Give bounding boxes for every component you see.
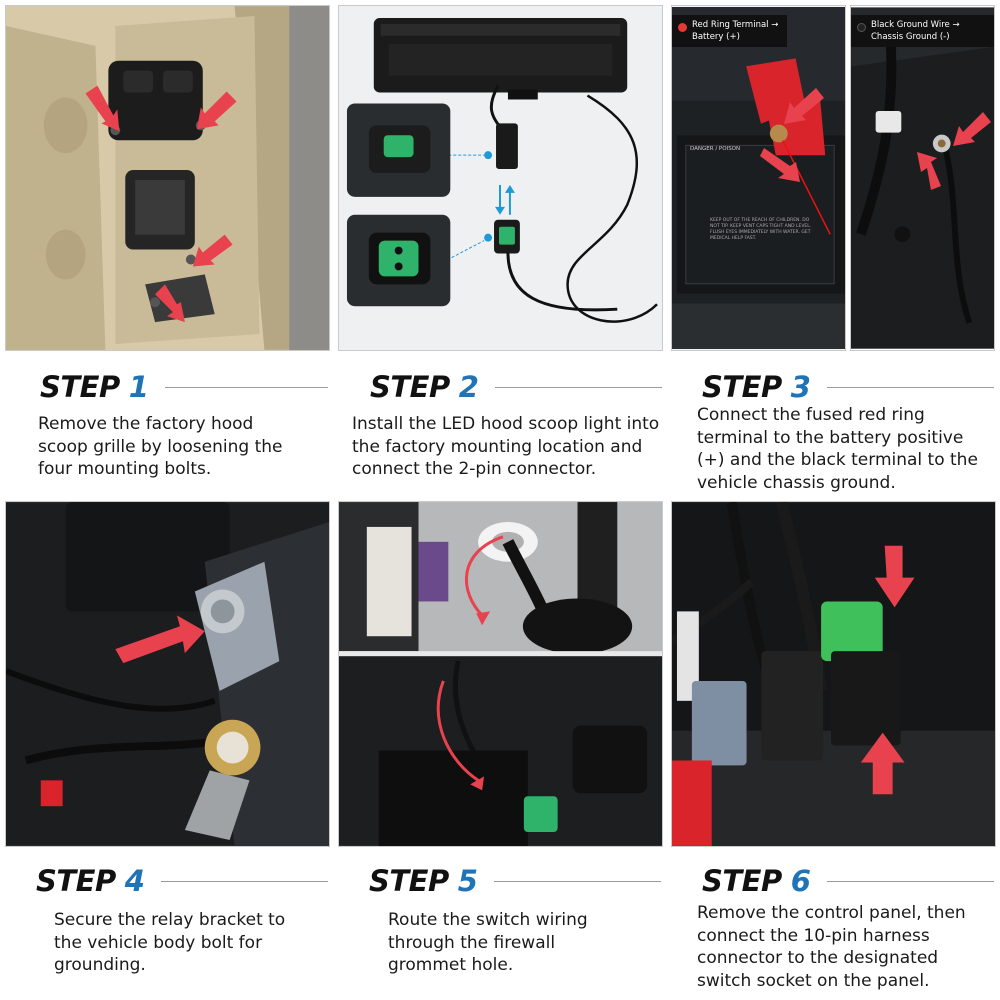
black-ground-label: Black Ground Wire → Chassis Ground (-) [851, 15, 994, 47]
step5-description: Route the switch wiring through the fire… [388, 910, 588, 975]
step6-description: Remove the control panel, then connect t… [697, 903, 966, 991]
step1-word: STEP [40, 370, 120, 404]
step5-word: STEP [369, 864, 449, 898]
direction-arrows-icon [495, 184, 515, 215]
black-ground-label-text: Black Ground Wire → Chassis Ground (-) [871, 20, 960, 42]
step6-word: STEP [702, 864, 782, 898]
step2-heading: STEP 2 [370, 370, 662, 404]
step1-number: 1 [128, 370, 149, 404]
arrow-icon [436, 535, 504, 782]
step4-heading: STEP 4 [36, 864, 328, 898]
led-light-illustration [339, 6, 662, 350]
step3-description: Connect the fused red ring terminal to t… [697, 405, 978, 493]
step6-number: 6 [790, 864, 811, 898]
step3-heading: STEP 3 [702, 370, 994, 404]
step5-heading: STEP 5 [369, 864, 661, 898]
control-panel-illustration [672, 502, 995, 846]
step5-photo [338, 501, 663, 847]
step6-photo [671, 501, 996, 847]
step3-word: STEP [702, 370, 782, 404]
relay-bracket-illustration [6, 502, 329, 846]
step1-photo [5, 5, 330, 351]
firewall-illustration [339, 502, 662, 846]
step5-number: 5 [457, 864, 478, 898]
step4-word: STEP [36, 864, 116, 898]
hood-panel-illustration [6, 6, 329, 350]
step1-heading: STEP 1 [40, 370, 328, 404]
step2-rule [494, 386, 662, 388]
step4-description: Secure the relay bracket to the vehicle … [54, 910, 286, 975]
step2-number: 2 [458, 370, 479, 404]
battery-warning-text: KEEP OUT OF THE REACH OF CHILDREN. DO NO… [710, 218, 812, 241]
arrow-icon [115, 615, 205, 664]
step1-description: Remove the factory hood scoop grille by … [38, 414, 283, 479]
red-terminal-label: Red Ring Terminal → Battery (+) [672, 15, 787, 47]
chassis-illustration [851, 7, 994, 349]
black-dot-icon [857, 23, 866, 32]
battery-illustration [672, 6, 845, 350]
battery-danger-label: DANGER / POISON [690, 146, 741, 152]
step3-battery-photo: Red Ring Terminal → Battery (+) DANGER /… [671, 5, 846, 351]
step3-ground-photo: Black Ground Wire → Chassis Ground (-) [850, 5, 995, 351]
red-terminal-label-text: Red Ring Terminal → Battery (+) [692, 20, 779, 42]
step6-heading: STEP 6 [702, 864, 994, 898]
step2-word: STEP [370, 370, 450, 404]
step6-rule [826, 880, 994, 882]
arrow-icon [85, 85, 237, 323]
red-dot-icon [678, 23, 687, 32]
step4-rule [160, 880, 328, 882]
step1-rule [164, 386, 328, 388]
step3-number: 3 [790, 370, 811, 404]
step4-number: 4 [124, 864, 145, 898]
step2-description: Install the LED hood scoop light into th… [352, 414, 660, 479]
step4-photo [5, 501, 330, 847]
step2-photo [338, 5, 663, 351]
step5-rule [493, 880, 661, 882]
step3-rule [826, 386, 994, 388]
arrow-icon [860, 545, 915, 795]
